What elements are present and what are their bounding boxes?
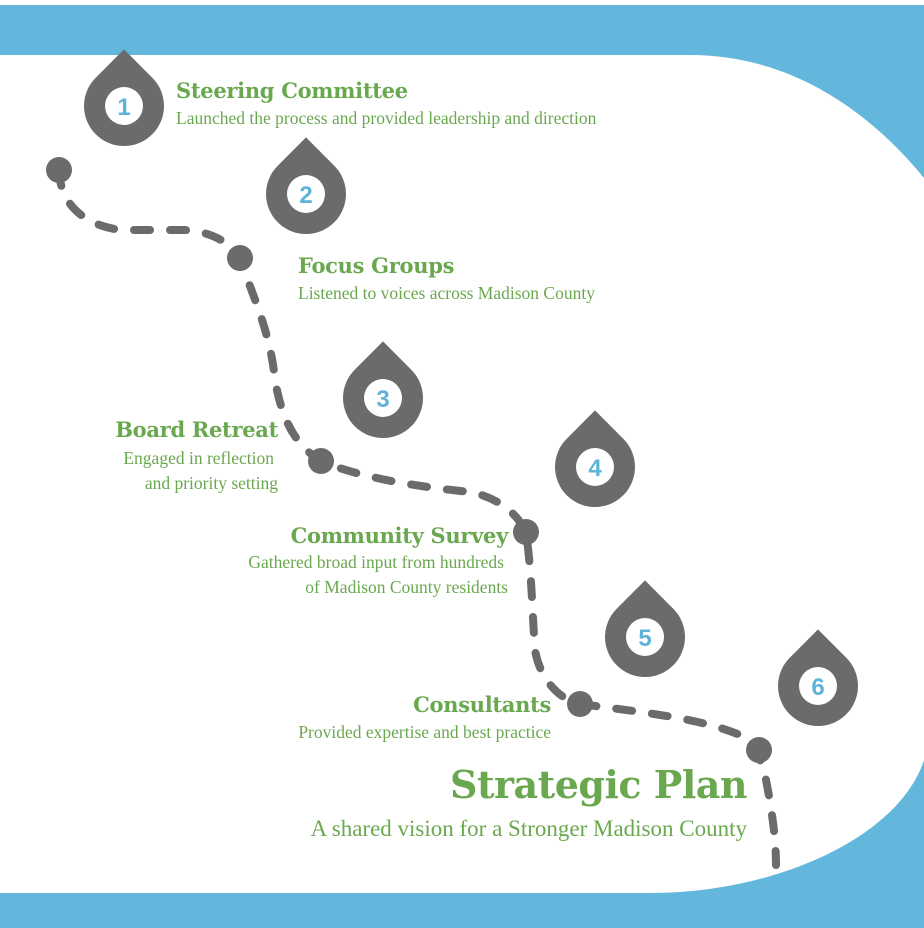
step-title-final: Strategic Plan <box>450 762 748 807</box>
route-dot <box>513 519 539 545</box>
step-description: Launched the process and provided leader… <box>176 108 597 128</box>
step-number: 1 <box>117 94 130 121</box>
step-description: Gathered broad input from hundreds <box>248 552 504 572</box>
step-number: 6 <box>811 674 824 701</box>
step-number: 2 <box>299 182 312 209</box>
step-description: and priority setting <box>144 473 278 493</box>
route-dot <box>746 737 772 763</box>
route-dot <box>46 157 72 183</box>
route-dot <box>567 691 593 717</box>
step-number: 3 <box>376 386 389 413</box>
step-title: Consultants <box>413 692 551 717</box>
step-title: Board Retreat <box>115 417 278 442</box>
route-dot <box>308 448 334 474</box>
step-number: 5 <box>638 625 651 652</box>
step-title: Steering Committee <box>176 78 408 103</box>
step-description-final: A shared vision for a Stronger Madison C… <box>310 816 747 841</box>
step-number: 4 <box>588 455 602 482</box>
step-description: Listened to voices across Madison County <box>298 283 595 303</box>
route-dot <box>227 245 253 271</box>
step-description: Provided expertise and best practice <box>298 722 551 742</box>
step-description: Engaged in reflection <box>123 448 274 468</box>
step-description: of Madison County residents <box>305 577 508 597</box>
step-title: Focus Groups <box>298 253 455 278</box>
step-title: Community Survey <box>290 523 509 548</box>
